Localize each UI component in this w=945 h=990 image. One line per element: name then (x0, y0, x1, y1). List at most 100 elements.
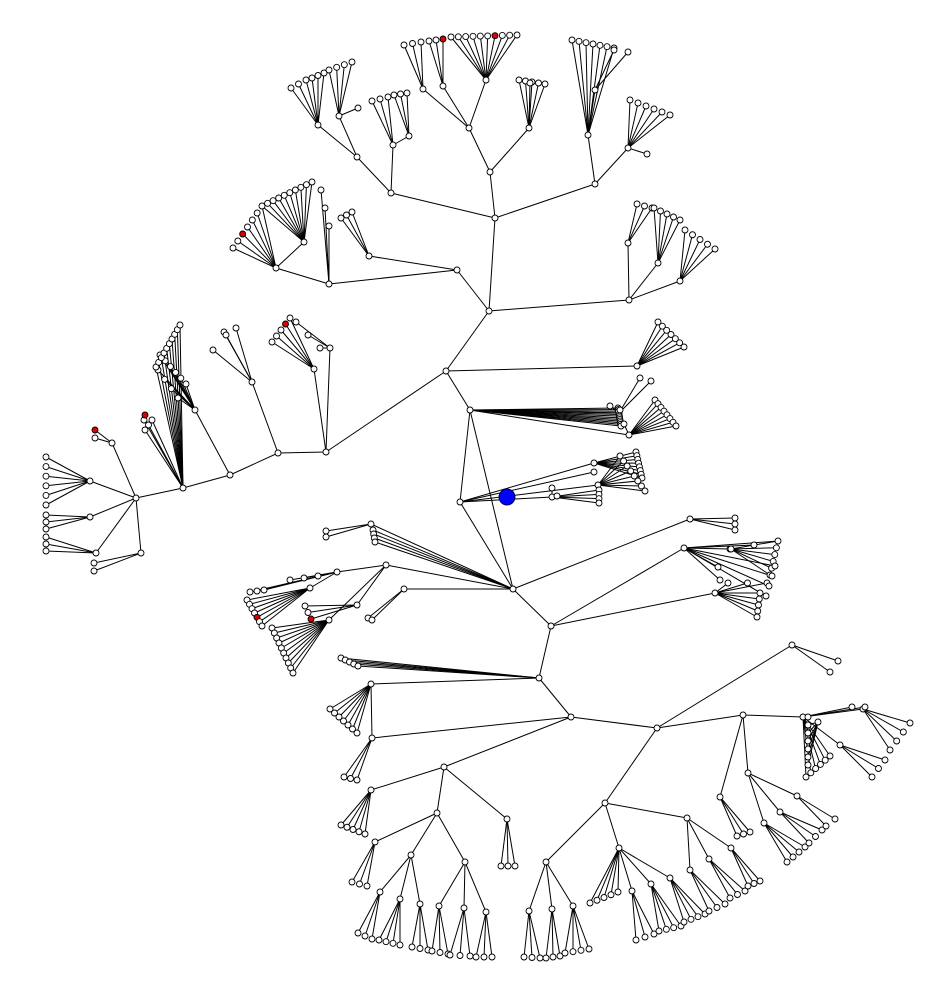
edge-409 (791, 644, 839, 662)
edge-0 (488, 217, 496, 312)
edge-194 (636, 321, 659, 367)
edge-170 (45, 536, 97, 554)
node-451 (686, 515, 694, 523)
node-340 (416, 945, 424, 952)
edge-49 (472, 36, 487, 81)
edge-353 (463, 907, 471, 957)
node-121 (304, 331, 312, 339)
edge-30 (379, 98, 394, 146)
node-17 (287, 84, 295, 92)
node-152 (176, 321, 184, 329)
edge-338 (378, 898, 401, 941)
edge-450 (802, 706, 866, 718)
node-445 (893, 737, 901, 745)
node-72 (610, 46, 618, 54)
node-393 (705, 907, 713, 915)
node-13 (353, 153, 361, 161)
edge-146 (158, 362, 184, 489)
edge-32 (393, 94, 410, 137)
edge-332 (379, 854, 412, 893)
edge-291 (287, 619, 330, 664)
edge-122 (295, 321, 331, 349)
node-3 (466, 406, 474, 414)
node-39 (482, 76, 490, 84)
node-338 (396, 941, 404, 949)
node-407 (744, 769, 752, 777)
node-371 (586, 899, 594, 907)
edge-3 (459, 409, 471, 503)
node-384 (670, 924, 678, 932)
edge-160 (111, 442, 137, 499)
edge-109 (351, 211, 370, 257)
edge-376 (603, 847, 620, 898)
node-240 (623, 462, 631, 470)
edge-26 (338, 61, 353, 117)
edge-88 (237, 240, 277, 269)
edge-193 (679, 248, 716, 282)
node-419 (805, 839, 813, 847)
edge-283 (310, 604, 358, 620)
edge-440 (802, 716, 841, 746)
node-226 (590, 459, 598, 467)
edge-260 (325, 523, 372, 532)
node-453 (731, 520, 739, 528)
node-77 (650, 105, 658, 113)
edge-356 (485, 911, 493, 958)
edge-195 (636, 325, 663, 367)
edge-92 (256, 212, 277, 269)
node-215 (616, 406, 624, 414)
node-86 (300, 238, 308, 246)
node-23 (325, 66, 333, 74)
node-69 (596, 41, 604, 49)
edge-453 (512, 518, 691, 590)
node-36 (525, 124, 533, 132)
edge-129 (225, 334, 253, 383)
node-29 (368, 97, 376, 105)
edge-312 (350, 737, 373, 779)
edge-469 (714, 582, 748, 594)
node-454 (731, 526, 739, 534)
node-167 (42, 525, 50, 533)
node-410 (740, 830, 747, 838)
edge-61 (528, 82, 531, 129)
edge-116 (325, 347, 331, 453)
edge-120 (285, 323, 315, 370)
edge-174 (93, 552, 142, 572)
node-110 (226, 471, 234, 479)
node-335 (375, 936, 383, 944)
edge-459 (683, 540, 779, 549)
node-300 (326, 705, 334, 713)
edge-388 (650, 883, 682, 927)
edge-163 (45, 475, 91, 482)
node-41 (409, 40, 416, 47)
node-413 (776, 808, 784, 816)
node-477 (762, 592, 770, 600)
edge-130 (194, 409, 231, 476)
edge-98 (283, 195, 305, 243)
node-408 (716, 793, 724, 801)
edge-337 (371, 891, 381, 940)
edge-404 (730, 847, 761, 882)
edge-156 (89, 480, 137, 499)
node-432 (804, 729, 812, 737)
edge-351 (449, 907, 465, 956)
node-91 (248, 216, 256, 224)
edge-395 (686, 817, 732, 849)
edge-378 (617, 847, 620, 893)
node-370 (683, 814, 691, 822)
node-112 (132, 494, 140, 502)
edge-303 (334, 683, 372, 714)
edge-374 (589, 847, 620, 904)
node-420 (812, 833, 819, 840)
node-73 (624, 48, 632, 56)
edge-330 (359, 841, 376, 885)
edge-182 (627, 205, 645, 244)
edge-422 (779, 811, 810, 844)
edge-403 (730, 847, 755, 884)
node-275 (258, 622, 266, 630)
edge-1 (445, 310, 490, 372)
node-14 (389, 141, 397, 149)
edge-180 (628, 280, 681, 301)
edge-84 (275, 267, 330, 285)
edge-179 (628, 262, 659, 301)
